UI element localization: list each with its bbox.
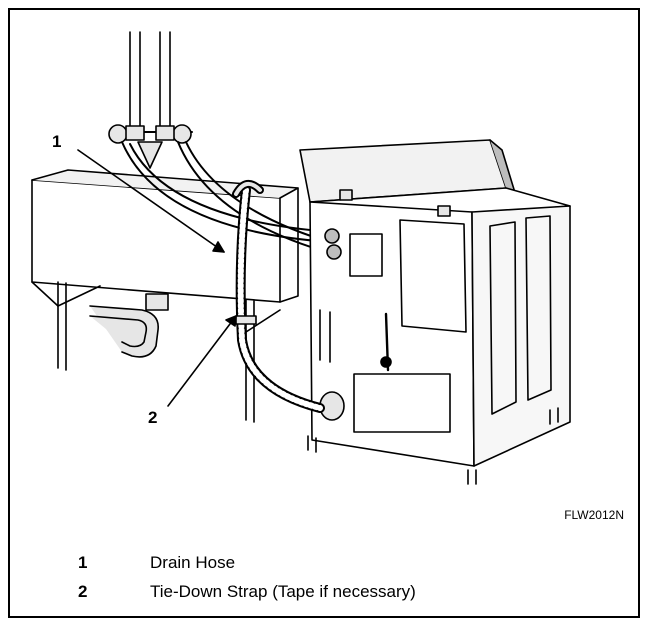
legend-row-2: 2 Tie-Down Strap (Tape if necessary) [78, 577, 416, 606]
callout-leaders [77, 149, 237, 407]
legend-row-1: 1 Drain Hose [78, 548, 416, 577]
tie-down-strap [235, 315, 257, 325]
legend-number: 2 [78, 581, 88, 601]
legend: 1 Drain Hose 2 Tie-Down Strap (Tape if n… [78, 548, 416, 606]
washer-body [299, 139, 571, 485]
figure-frame: 1 2 FLW2012N 1 Drain Hose 2 Tie-Down Str… [8, 8, 640, 618]
drain-hose [232, 180, 325, 413]
washer-installation-illustration [31, 31, 571, 485]
legend-label: Tie-Down Strap (Tape if necessary) [150, 581, 416, 601]
water-supply-pipes [112, 31, 193, 133]
figure-code: FLW2012N [564, 508, 624, 522]
faucet-valves [108, 124, 192, 169]
sink-drain-trap [89, 293, 169, 358]
inlet-hoses [121, 141, 337, 255]
callout-number-2: 2 [148, 408, 158, 427]
legend-label: Drain Hose [150, 552, 236, 572]
callout-number-1: 1 [52, 132, 62, 151]
legend-number: 1 [78, 552, 88, 572]
